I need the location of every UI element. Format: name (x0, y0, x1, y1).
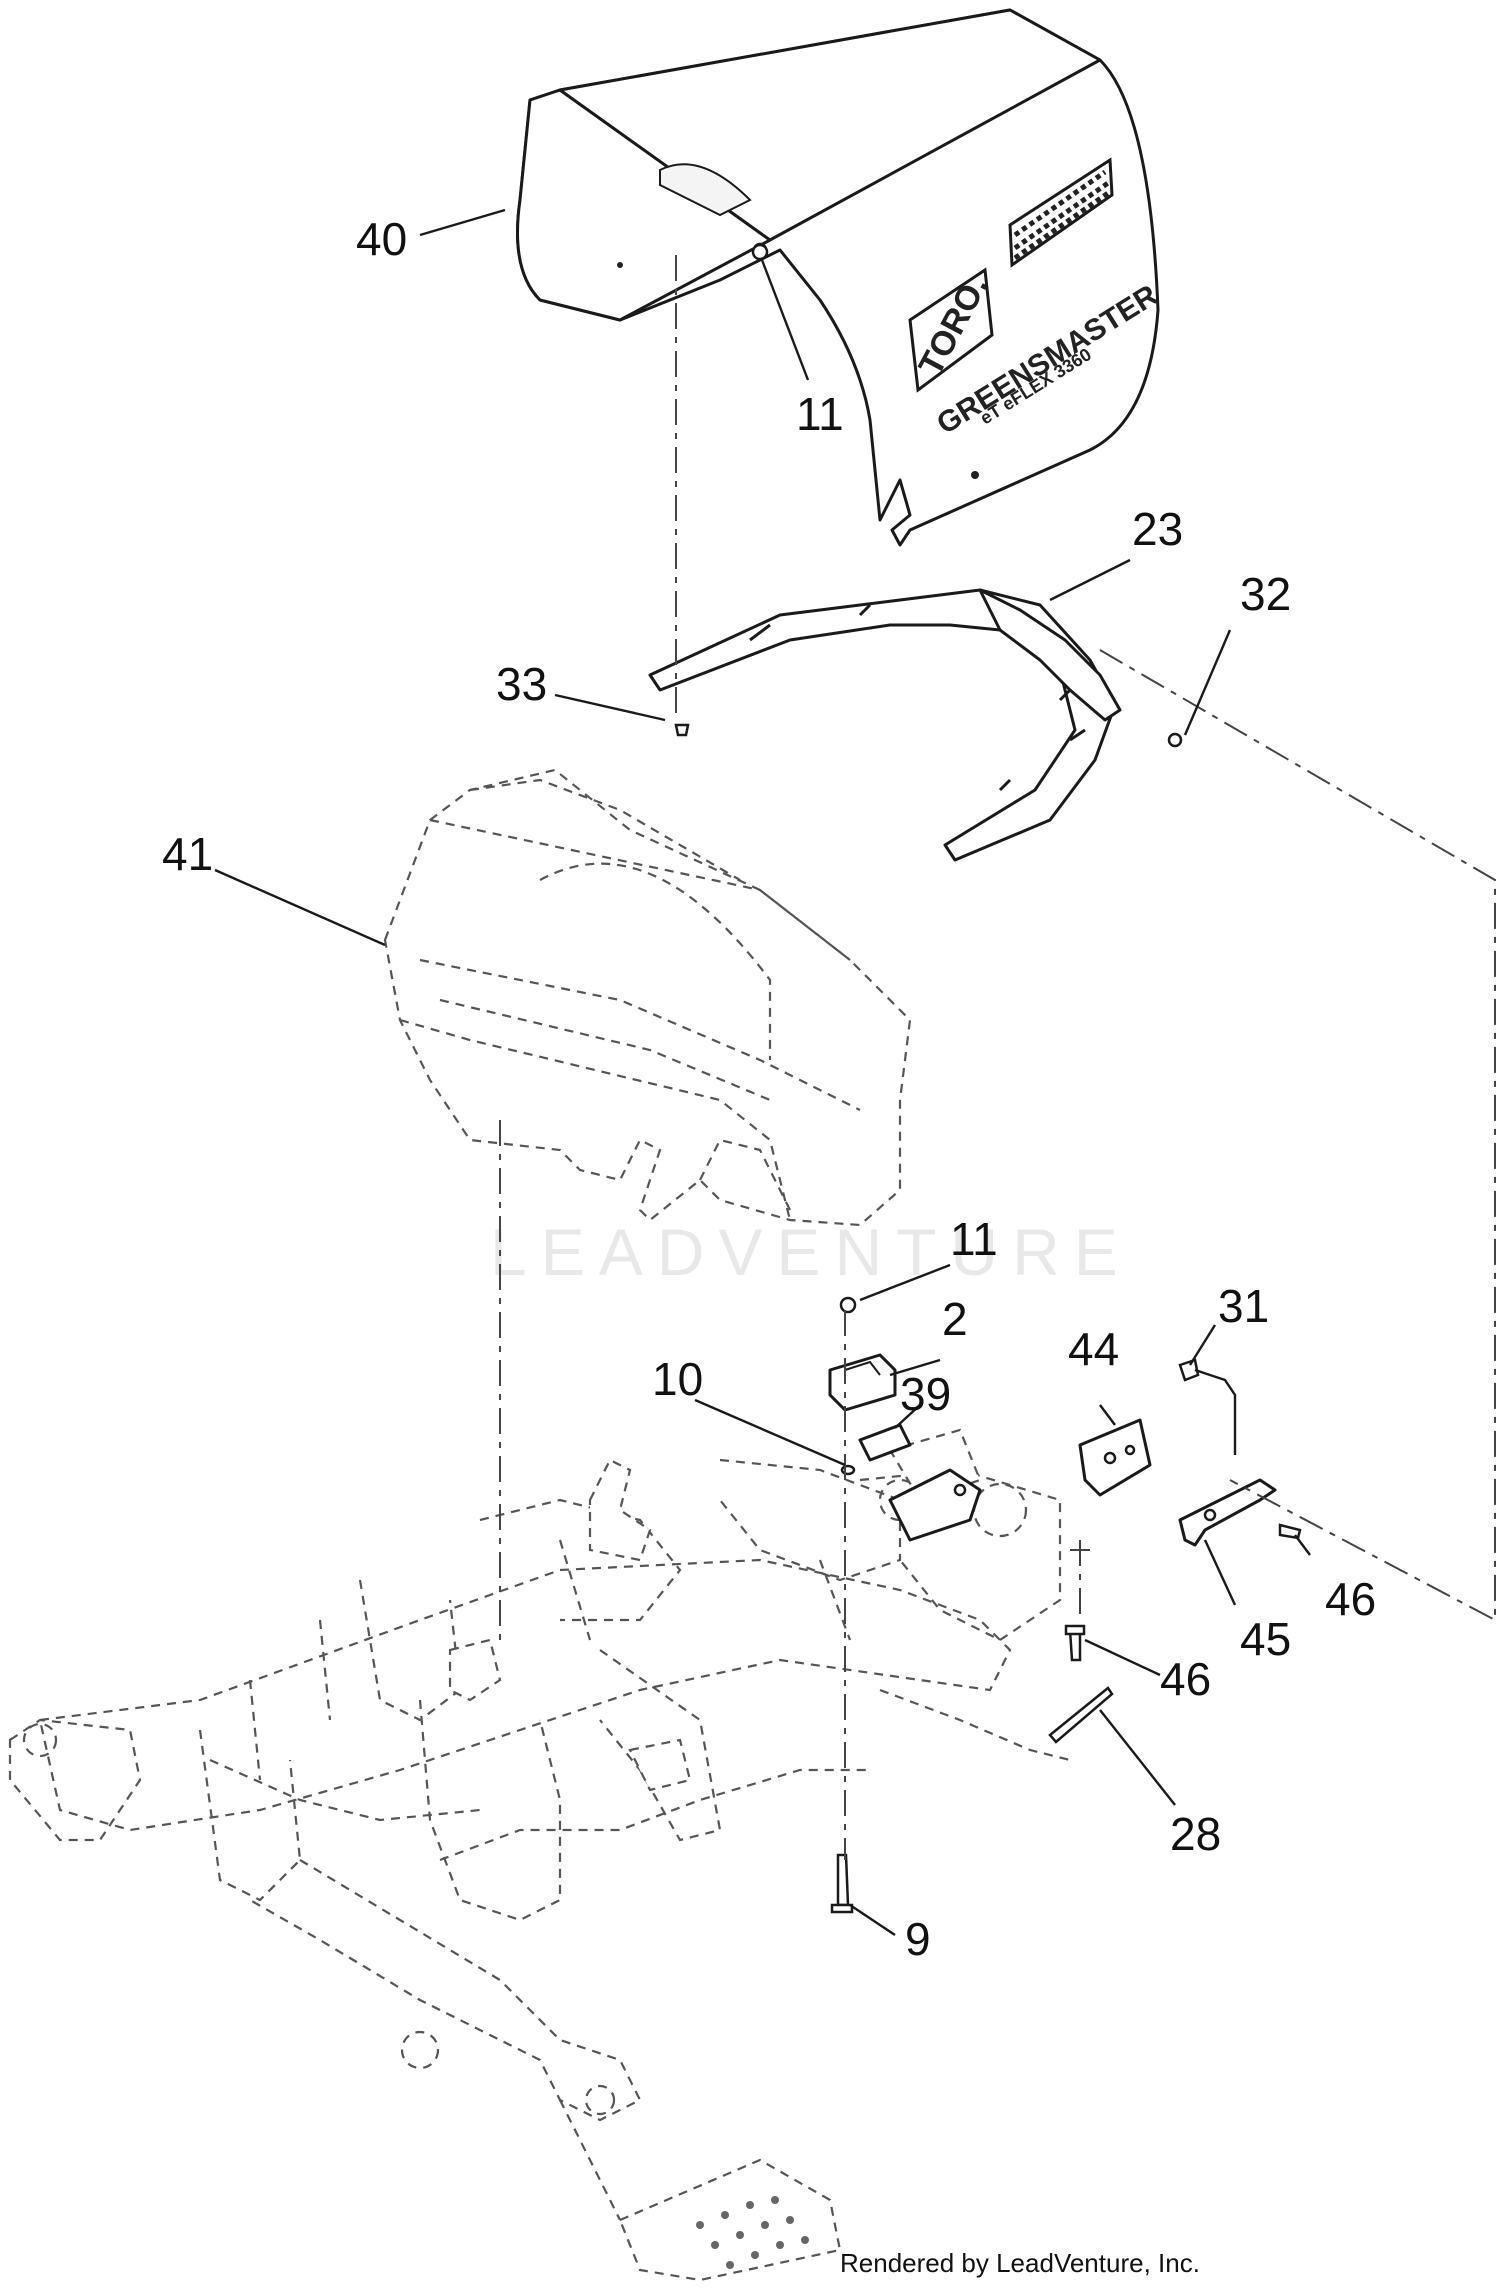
leader-lines (214, 208, 1311, 1936)
callout-39: 39 (900, 1368, 951, 1420)
callout-23: 23 (1132, 503, 1183, 555)
lower-shroud-41 (383, 768, 912, 1227)
callout-10: 10 (652, 1353, 703, 1405)
callout-33: 33 (496, 658, 547, 710)
switch-bracket (888, 1468, 982, 1542)
part-32-nut (1167, 732, 1183, 748)
part-9-bolt (830, 1853, 854, 1914)
callouts: 40 11 23 32 33 41 11 2 31 44 10 39 46 45… (162, 213, 1376, 1965)
callout-46-low: 46 (1160, 1653, 1211, 1705)
callout-46-right: 46 (1325, 1573, 1376, 1625)
callout-40: 40 (356, 213, 407, 265)
callout-32: 32 (1240, 568, 1291, 620)
callout-44: 44 (1068, 1323, 1119, 1375)
callout-9: 9 (905, 1913, 931, 1965)
part-31-switch (1178, 1358, 1237, 1455)
part-10-washer (840, 1464, 856, 1476)
watermark-text: LEADVENTURE (490, 1215, 1132, 1289)
part-33-bolt (674, 723, 690, 737)
part-11-nut-mid (839, 1296, 857, 1314)
support-bracket-23 (648, 588, 1122, 862)
callout-11-top: 11 (796, 388, 844, 440)
callout-41: 41 (162, 828, 213, 880)
chassis-frame (8, 1428, 1071, 2282)
part-44-plate (1078, 1418, 1152, 1497)
callout-2: 2 (942, 1293, 968, 1345)
callout-31: 31 (1218, 1280, 1269, 1332)
top-cover-40: TORO. GREENSMASTER eT eFLEX 3360 (516, 8, 1164, 547)
part-45-bracket (1178, 1478, 1277, 1547)
callout-11-mid: 11 (950, 1213, 998, 1265)
grille (1008, 157, 1114, 268)
part-11-nut-top (751, 243, 769, 261)
callout-28: 28 (1170, 1808, 1221, 1860)
pedal-holes (696, 2196, 809, 2269)
assembly-lines (499, 255, 1496, 1860)
part-2-bumper (828, 1353, 897, 1412)
callout-45: 45 (1240, 1613, 1291, 1665)
part-39-pad (858, 1423, 912, 1462)
credit-text: Rendered by LeadVenture, Inc. (840, 2248, 1200, 2278)
part-28-pin (1048, 1686, 1114, 1744)
part-46-screw-low (1064, 1624, 1086, 1662)
